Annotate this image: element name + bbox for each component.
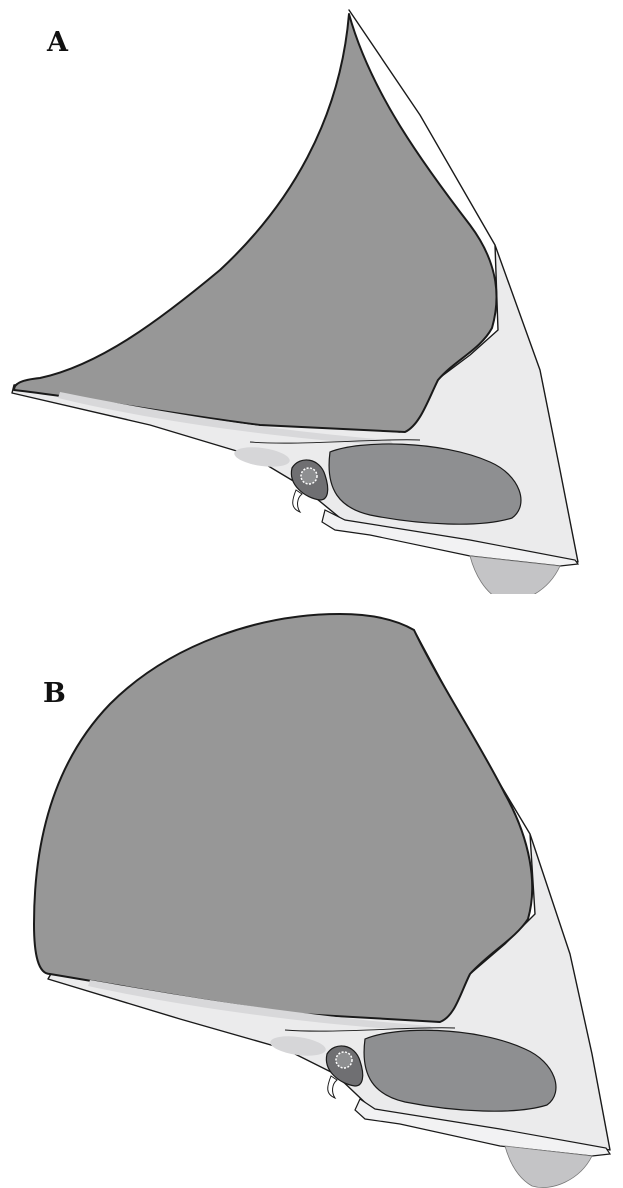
panel-a-illustration [0, 0, 623, 594]
panel-a-node-ring [301, 468, 317, 484]
panel-b-node-ring [336, 1052, 352, 1068]
panel-a: A [0, 0, 623, 594]
panel-label-b: B [43, 680, 66, 707]
panel-a-dark-mass [14, 14, 497, 432]
panel-a-hook [293, 490, 302, 512]
panel-b: B [0, 594, 623, 1188]
panel-label-a: A [47, 29, 68, 56]
panel-b-illustration [0, 594, 623, 1188]
panel-b-hook [328, 1076, 337, 1098]
panel-b-dark-mass [34, 614, 532, 1022]
